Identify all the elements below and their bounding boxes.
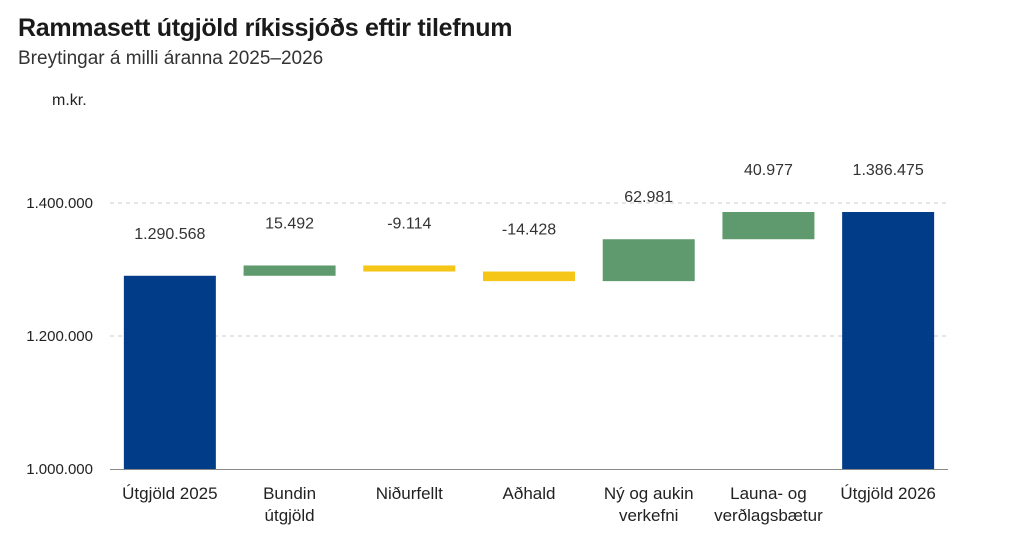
y-tick-label: 1.200.000 (26, 328, 93, 345)
bar-total (123, 275, 216, 469)
chart-title: Rammasett útgjöld ríkissjóðs eftir tilef… (18, 14, 513, 42)
bar-increase (602, 239, 695, 282)
bar-decrease (363, 265, 456, 272)
x-category-label: Útgjöld 2025 (122, 484, 217, 503)
x-category-label: Bundin (263, 484, 316, 503)
x-category-label: Aðhald (503, 484, 556, 503)
y-tick-label: 1.400.000 (26, 195, 93, 212)
data-label: 1.290.568 (134, 226, 205, 243)
bar-total (842, 211, 935, 469)
chart-subtitle: Breytingar á milli áranna 2025–2026 (18, 48, 324, 69)
data-label: 62.981 (624, 189, 673, 206)
data-label: 15.492 (265, 215, 314, 232)
bar-decrease (483, 271, 575, 282)
data-label: 40.977 (744, 162, 793, 179)
data-label: 1.386.475 (853, 162, 924, 179)
y-axis-unit-label: m.kr. (52, 92, 87, 109)
y-tick-label: 1.000.000 (26, 461, 93, 478)
bar-increase (722, 211, 815, 240)
x-category-label: Ný og aukin (604, 484, 694, 503)
x-category-label: Útgjöld 2026 (840, 484, 935, 503)
x-category-label: útgjöld (265, 506, 315, 525)
x-category-label: Niðurfellt (376, 484, 443, 503)
data-label: -14.428 (502, 222, 556, 239)
x-category-label: verðlagsbætur (714, 506, 823, 525)
x-category-label: verkefni (619, 506, 679, 525)
x-category-label: Launa- og (730, 484, 807, 503)
bar-increase (243, 265, 336, 276)
data-label: -9.114 (387, 215, 431, 232)
